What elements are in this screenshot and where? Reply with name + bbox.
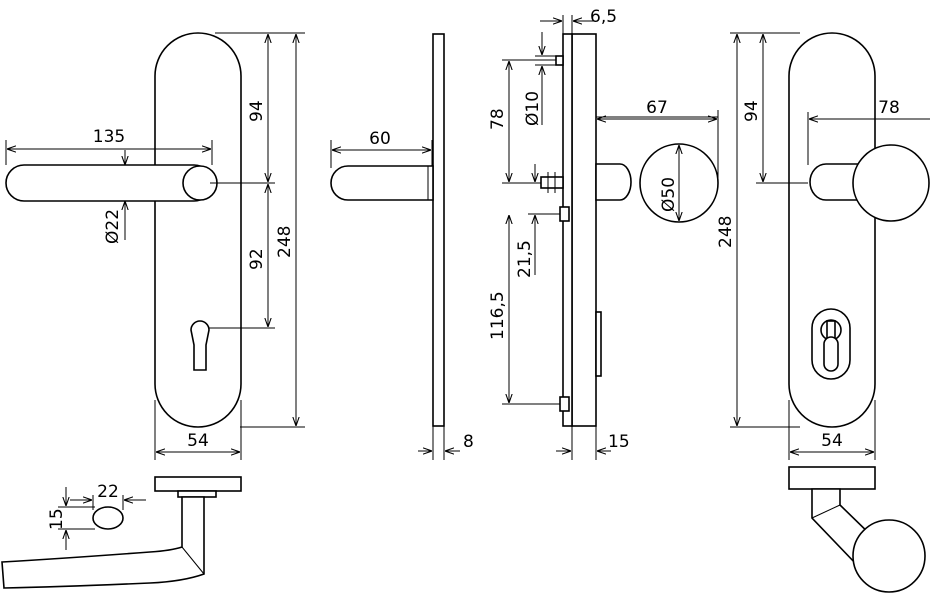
dim-plate-thickness: 8 — [463, 432, 474, 452]
knob-top-view — [788, 466, 926, 593]
dim-upper-to-spindle: 94 — [247, 100, 267, 122]
lever-top-view: 22 15 — [1, 476, 242, 589]
knob-side-dimensions: 6,5 Ø10 78 21,5 116,5 67 Ø50 15 — [488, 7, 719, 460]
lever-front-dimensions: 135 Ø22 94 92 248 54 — [5, 32, 305, 460]
top-plate-lever — [154, 476, 242, 492]
lever-side-view: 60 8 — [330, 33, 474, 460]
handle-section — [92, 506, 124, 530]
dim-pin-diameter: Ø10 — [523, 91, 543, 126]
top-plate-knob — [788, 466, 876, 490]
dim-top-offset: 6,5 — [590, 7, 617, 27]
knob-top-ball — [852, 519, 926, 593]
dim-side-projection: 60 — [369, 129, 391, 149]
knob-side-view — [540, 33, 719, 427]
lever-side-handle — [330, 165, 434, 201]
dim-section-height: 15 — [47, 508, 67, 530]
spindle-pin — [540, 176, 564, 189]
dim-plate-height: 248 — [275, 226, 295, 258]
dim-spindle-to-keyhole: 92 — [247, 248, 267, 270]
knob-neck-front — [809, 163, 859, 201]
pin-top — [555, 55, 564, 66]
dim-knob-projection: 67 — [646, 98, 668, 118]
knob-neck — [595, 163, 632, 201]
dim-knob-side-width: 54 — [821, 431, 843, 451]
knob-front-dimensions: 94 248 78 54 — [716, 32, 930, 460]
dim-screw-to-bottom: 116,5 — [488, 291, 508, 340]
dim-handle-length: 135 — [93, 127, 125, 147]
cylinder-slot — [595, 311, 602, 377]
outer-plate-side — [571, 33, 597, 427]
dim-plate-width: 54 — [187, 431, 209, 451]
plate-side — [432, 33, 445, 427]
screw-head-bottom — [559, 396, 570, 412]
lever-front-view — [5, 32, 275, 428]
lever-top-arm — [1, 496, 205, 589]
dim-section-width: 22 — [97, 482, 119, 502]
screw-head-top — [559, 206, 570, 222]
top-rose-lever — [177, 490, 217, 498]
dim-knob-side-upper: 94 — [742, 100, 762, 122]
backplate-knob — [788, 32, 876, 428]
dim-outer-depth: 15 — [608, 432, 630, 452]
knob-front-ball — [852, 144, 930, 222]
cylinder-keyway — [823, 336, 839, 372]
dim-spindle-to-screw: 21,5 — [515, 240, 535, 278]
dim-top-to-spindle: 78 — [488, 108, 508, 130]
dim-knob-side-height: 248 — [716, 216, 736, 248]
dim-knob-diameter: Ø50 — [659, 177, 679, 212]
dim-knob-side-offset: 78 — [878, 98, 900, 118]
dim-handle-diameter: Ø22 — [103, 209, 123, 244]
keyhole — [190, 320, 210, 371]
lever-handle — [5, 164, 213, 202]
spacer-strip — [562, 33, 573, 427]
knob-front-view — [788, 32, 930, 428]
